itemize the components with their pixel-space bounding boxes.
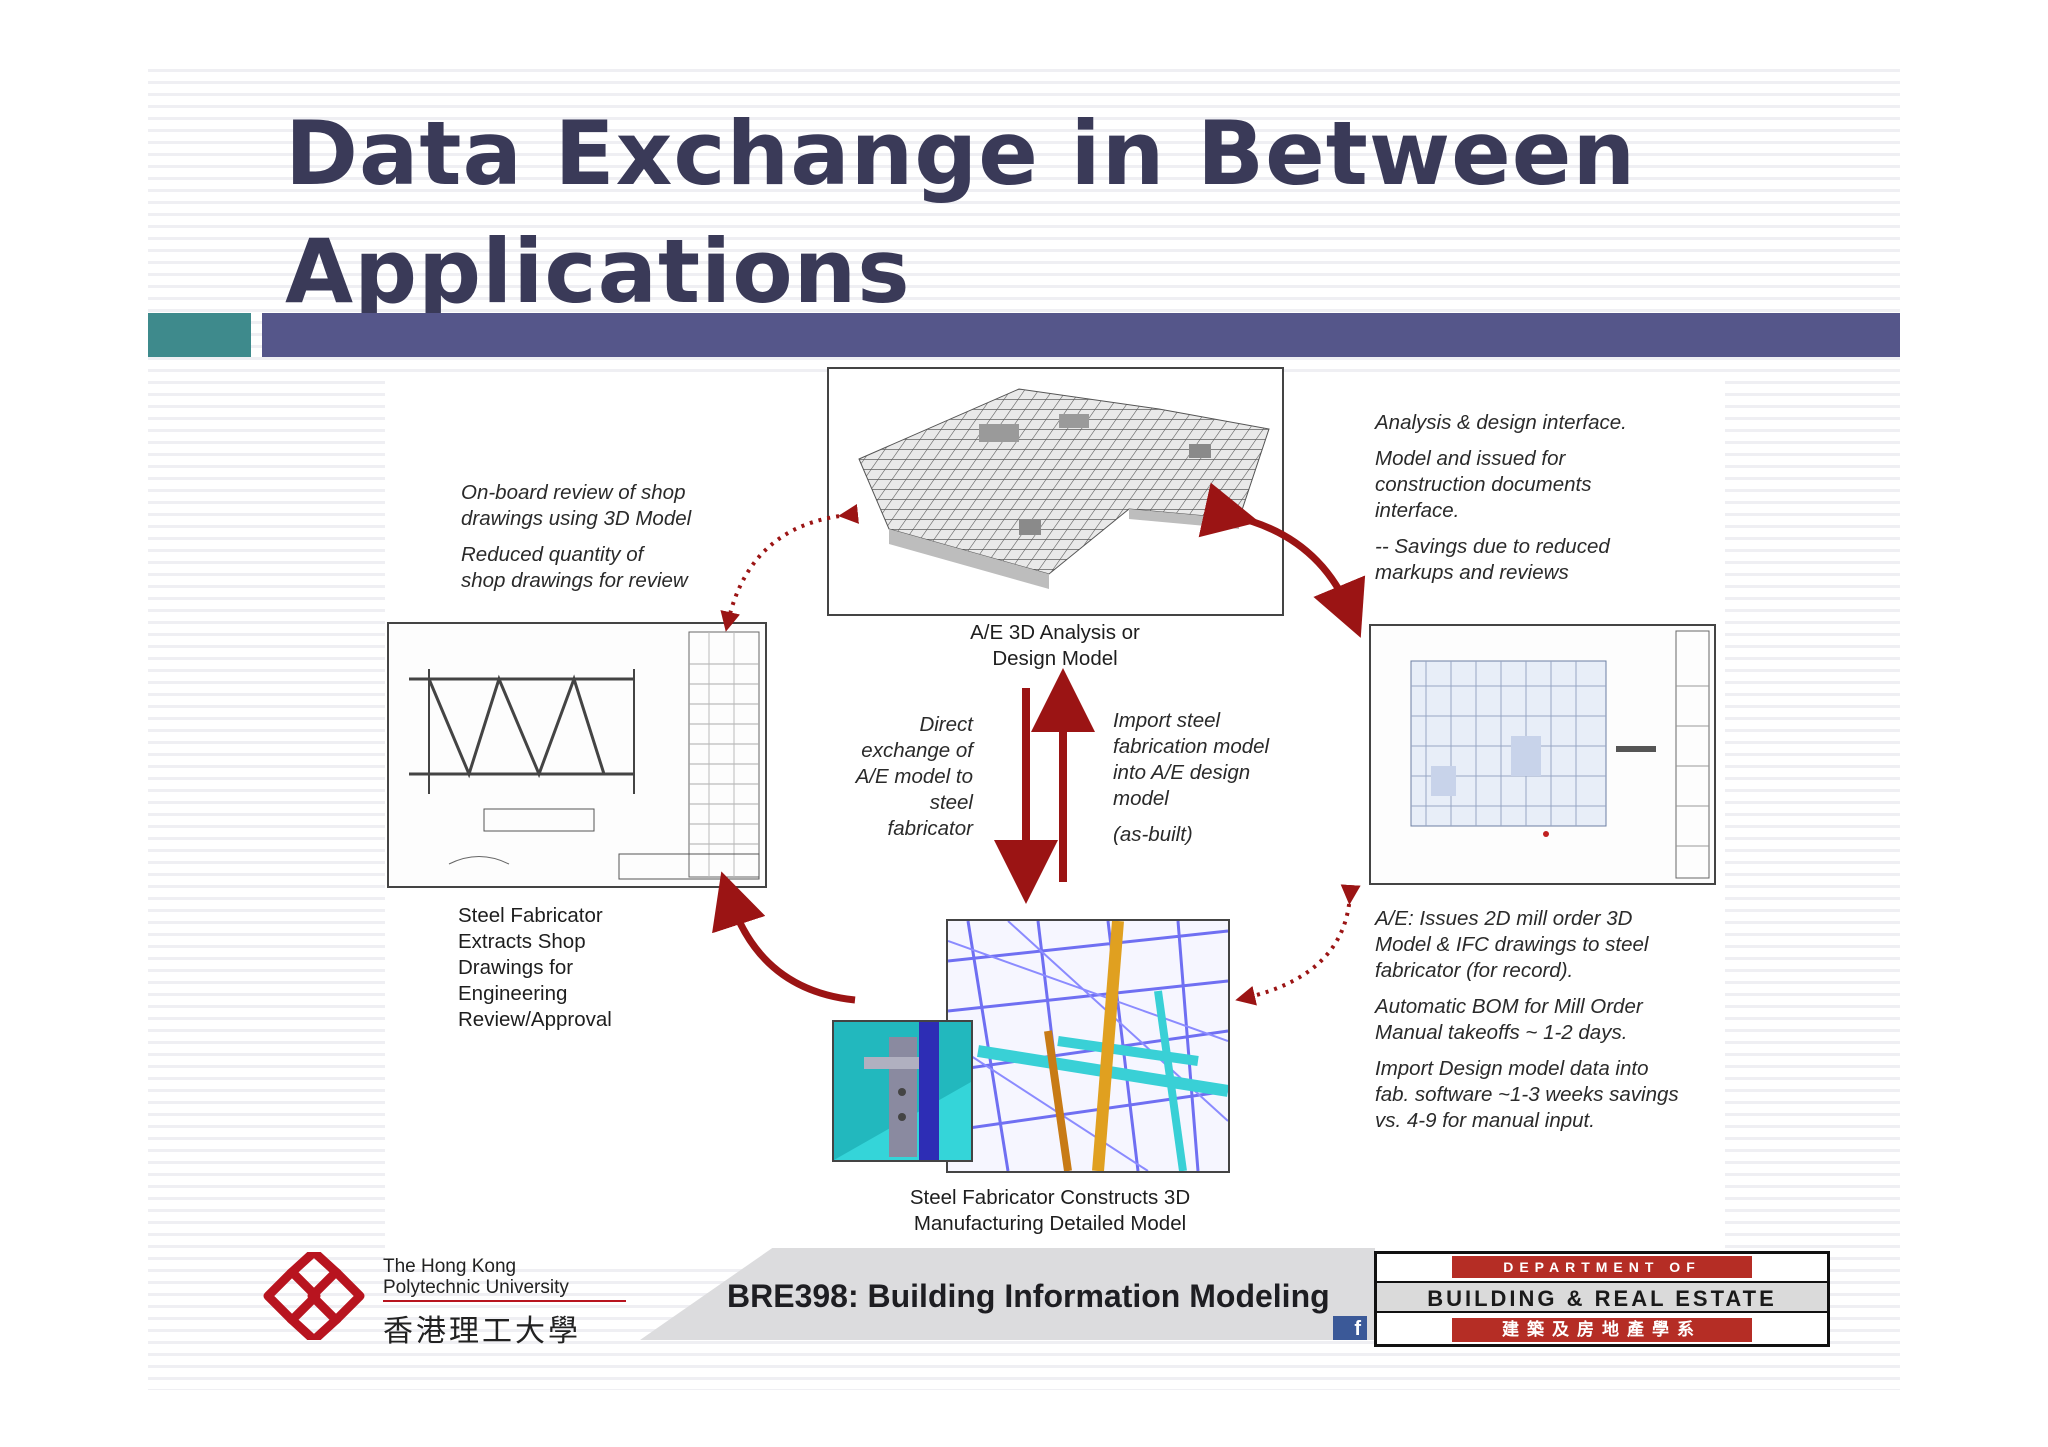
slide-title: Data Exchange in Between Applications xyxy=(285,95,1785,331)
note-top-right: Analysis & design interface. Model and i… xyxy=(1375,411,1627,584)
note-direct-exchange: Direct exchange of A/E model to steel fa… xyxy=(855,713,973,840)
solid-arrow-bottom-left xyxy=(712,871,856,1004)
caption-ae-model: A/E 3D Analysis or Design Model xyxy=(970,621,1140,670)
solid-arrow-top-right xyxy=(1198,482,1366,638)
ifc-drawing-image xyxy=(1369,624,1716,885)
title-line-2: Applications xyxy=(285,220,911,323)
shop-drawing-image xyxy=(387,622,767,888)
title-line-1: Data Exchange in Between xyxy=(285,102,1637,205)
facebook-icon[interactable]: f xyxy=(1333,1316,1367,1340)
caption-shop-drawings: Steel Fabricator Extracts Shop Drawings … xyxy=(458,904,612,1031)
caption-fabrication-model: Steel Fabricator Constructs 3D Manufactu… xyxy=(909,1186,1191,1235)
department-logo: DEPARTMENT OF BUILDING & REAL ESTATE 建築及… xyxy=(1374,1251,1830,1347)
fabrication-model-image xyxy=(946,919,1230,1173)
connection-detail-image xyxy=(832,1020,973,1162)
course-title: BRE398: Building Information Modeling xyxy=(727,1278,1330,1314)
dept-line-3: 建築及房地產學系 xyxy=(1452,1318,1752,1342)
title-underline-bar xyxy=(262,313,1900,357)
university-name-cn: 香港理工大學 xyxy=(383,1314,581,1349)
dept-line-1: DEPARTMENT OF xyxy=(1452,1256,1752,1278)
university-name: The Hong Kong Polytechnic University xyxy=(383,1256,569,1298)
university-divider xyxy=(383,1300,626,1302)
dotted-arrow-top-left xyxy=(720,504,859,632)
footer-band xyxy=(640,1248,1375,1340)
polyu-logo xyxy=(263,1252,365,1340)
title-accent-bar xyxy=(148,313,251,357)
dept-line-2: BUILDING & REAL ESTATE xyxy=(1377,1281,1827,1313)
dotted-arrow-bottom-right xyxy=(1235,884,1361,1006)
